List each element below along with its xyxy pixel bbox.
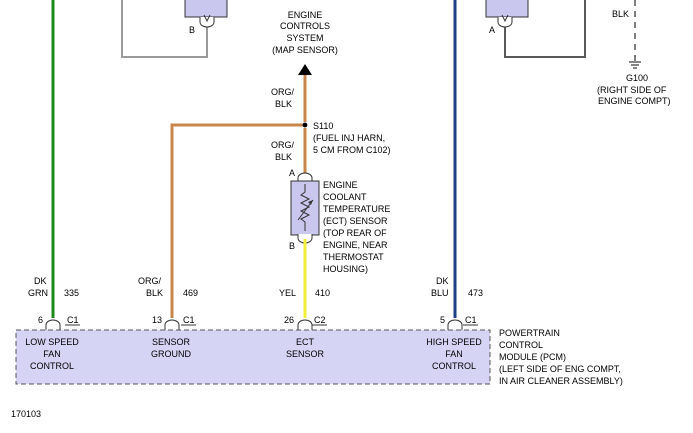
circuit-410-terminal: [297, 319, 313, 330]
ground-g100: BLK G100 (RIGHT SIDE OF ENGINE COMPT): [597, 0, 671, 106]
ect-pin-a: A: [289, 168, 295, 178]
ecs-label-2: SYSTEM: [286, 33, 323, 43]
circuit-410-color-0: YEL: [279, 288, 296, 298]
circuit-469: ORG/ BLK 469 13 C1: [138, 276, 198, 330]
ecs-label-3: (MAP SENSOR): [272, 45, 338, 55]
circuit-335-color-1: GRN: [28, 288, 48, 298]
wire-lower-label-0: ORG/: [271, 140, 295, 150]
ground-label-1: (RIGHT SIDE OF: [597, 85, 667, 95]
splice-dot: [302, 122, 308, 128]
ect-terminal-a: [297, 172, 313, 182]
gray-wire-left: [121, 0, 208, 58]
top-left-pin: B: [189, 25, 195, 35]
circuit-wires: [51, 0, 457, 318]
ect-label-3: (ECT) SENSOR: [323, 216, 388, 226]
circuit-410-pin: 26: [284, 315, 294, 325]
pcm-box: [15, 329, 491, 385]
ect-label-1: COOLANT: [323, 192, 367, 202]
org-blk-wire-469: [170, 123, 305, 318]
top-right-pin: A: [489, 25, 495, 35]
ground-label-2: ENGINE COMPT): [598, 96, 671, 106]
pcm-func-3-line-0: HIGH SPEED: [426, 337, 482, 347]
splice-desc-1: 5 CM FROM C102): [313, 145, 391, 155]
circuit-410: YEL 410 26 C2: [279, 288, 330, 330]
circuit-469-color-0: ORG/: [138, 276, 162, 286]
pcm-label-2: MODULE (PCM): [499, 352, 566, 362]
circuit-473-terminal: [447, 319, 463, 330]
pcm-func-3-line-2: CONTROL: [432, 361, 476, 371]
circuit-473-pin: 5: [440, 315, 445, 325]
circuit-335-pin: 6: [38, 315, 43, 325]
pcm-func-0-line-2: CONTROL: [30, 361, 74, 371]
circuit-473-color-1: BLU: [431, 288, 449, 298]
thermistor-icon: [299, 184, 311, 231]
org-blk-wires: ORG/ BLK ORG/ BLK S110 (FUEL INJ HARN, 5…: [170, 75, 391, 318]
circuit-473-connector: C1: [465, 315, 477, 325]
circuit-335-terminal: [45, 319, 61, 330]
wire-lower-label-1: BLK: [275, 152, 292, 162]
ect-label-7: HOUSING): [323, 264, 368, 274]
pcm-func-2-line-0: ECT: [296, 337, 315, 347]
gray-wire-right: [504, 0, 586, 58]
pcm-label-1: CONTROL: [499, 340, 543, 350]
top-left-component: [184, 0, 228, 18]
circuit-469-pin: 13: [152, 315, 162, 325]
pcm-label-4: IN AIR CLEANER ASSEMBLY): [499, 376, 623, 386]
wire-upper-label-1: BLK: [275, 99, 292, 109]
circuit-469-color-1: BLK: [146, 288, 163, 298]
ect-label-2: TEMPERATURE: [323, 204, 390, 214]
pcm-func-1-line-0: SENSOR: [152, 337, 191, 347]
circuit-335: DK GRN 335 6 C1: [28, 276, 80, 330]
circuit-473-color-0: DK: [436, 276, 449, 286]
splice-id: S110: [313, 121, 333, 131]
pcm-label-3: (LEFT SIDE OF ENG COMPT,: [499, 364, 621, 374]
pcm-func-1-line-1: GROUND: [151, 349, 191, 359]
splice-desc-0: (FUEL INJ HARN,: [313, 133, 385, 143]
pcm-func-2-line-1: SENSOR: [286, 349, 325, 359]
top-right-component: [485, 0, 529, 18]
wire-upper-label-0: ORG/: [271, 87, 295, 97]
terminal-arrow-icon: [501, 14, 509, 23]
ect-label-5: ENGINE, NEAR: [323, 240, 388, 250]
pcm-func-3-line-1: FAN: [445, 349, 463, 359]
circuit-410-connector: C2: [314, 315, 326, 325]
circuit-469-connector: C1: [183, 315, 195, 325]
ecs-label-0: ENGINE: [288, 10, 323, 20]
circuit-473: DK BLU 473 5 C1: [431, 276, 483, 330]
circuit-473-number: 473: [468, 288, 483, 298]
circuit-335-color-0: DK: [34, 276, 47, 286]
pcm-func-0-line-1: FAN: [43, 349, 61, 359]
top-left-connector: B: [121, 0, 228, 58]
circuit-335-connector: C1: [67, 315, 79, 325]
ect-label-6: THERMOSTAT: [323, 252, 384, 262]
circuit-335-number: 335: [64, 288, 79, 298]
ect-sensor: A B ENGINE COOLANT TEMPERATURE (ECT) SEN…: [289, 168, 390, 274]
circuit-469-terminal: [164, 319, 180, 330]
ect-pin-b: B: [289, 241, 295, 251]
engine-controls-system: ENGINE CONTROLS SYSTEM (MAP SENSOR): [272, 10, 338, 75]
pcm-label-0: POWERTRAIN: [499, 328, 560, 338]
pcm-func-0-line-0: LOW SPEED: [25, 337, 79, 347]
ground-wire-color: BLK: [612, 9, 629, 19]
circuit-469-number: 469: [183, 288, 198, 298]
arrow-up-icon: [298, 64, 312, 75]
ground-label-0: G100: [626, 73, 648, 83]
figure-number: 170103: [11, 409, 41, 419]
ecs-label-1: CONTROLS: [280, 21, 330, 31]
ect-label-0: ENGINE: [323, 180, 358, 190]
ect-label-4: (TOP REAR OF: [323, 228, 387, 238]
pcm-module: LOW SPEED FAN CONTROL SENSOR GROUND ECT …: [15, 328, 623, 386]
terminal-arrow-icon: [203, 14, 211, 23]
circuit-410-number: 410: [315, 288, 330, 298]
top-right-connector: A: [485, 0, 586, 58]
